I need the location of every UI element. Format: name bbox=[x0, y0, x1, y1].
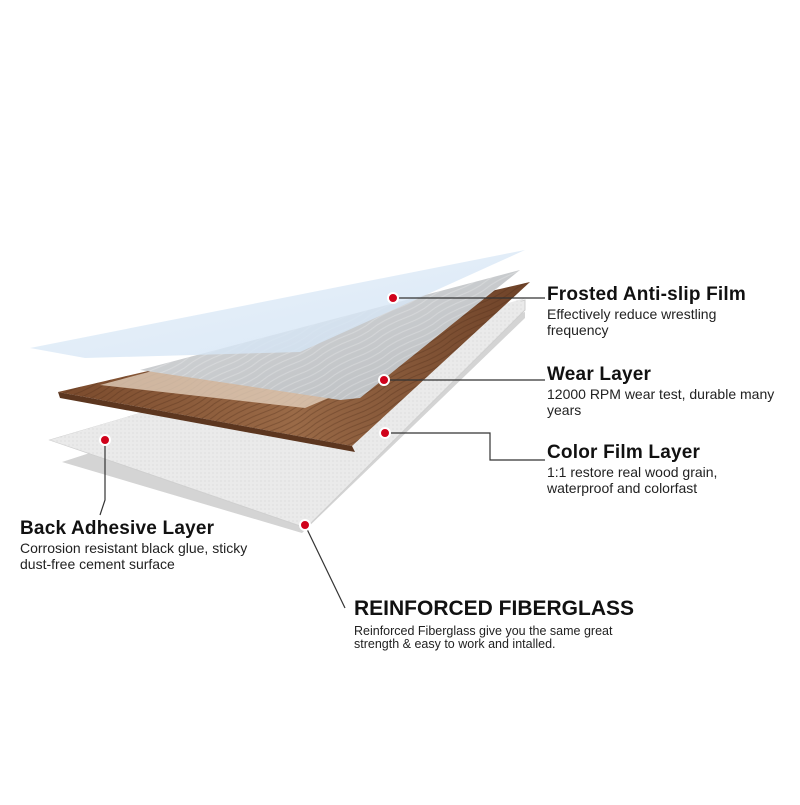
leader-lines bbox=[99, 297, 545, 609]
marker-frosted bbox=[387, 292, 399, 304]
callout-description: Corrosion resistant black glue, sticky d… bbox=[20, 540, 248, 572]
frosted-anti-slip-film bbox=[30, 250, 525, 358]
callout-title: Back Adhesive Layer bbox=[20, 518, 215, 539]
callout-color-film: Color Film Layer 1:1 restore real wood g… bbox=[547, 442, 797, 496]
markers bbox=[99, 292, 399, 531]
callout-title: Color Film Layer bbox=[547, 442, 701, 463]
callout-description: Effectively reduce wrestling frequency bbox=[547, 306, 717, 338]
callout-title: Wear Layer bbox=[547, 364, 652, 385]
marker-fiberglass bbox=[299, 519, 311, 531]
callout-title: Frosted Anti-slip Film bbox=[547, 284, 746, 305]
marker-back bbox=[99, 434, 111, 446]
marker-wear bbox=[378, 374, 390, 386]
callout-fiberglass: REINFORCED FIBERGLASS Reinforced Fibergl… bbox=[354, 597, 674, 651]
callout-description: Reinforced Fiberglass give you the same … bbox=[354, 624, 613, 651]
callout-frosted-film: Frosted Anti-slip Film Effectively reduc… bbox=[547, 284, 787, 338]
leader-line-back bbox=[99, 440, 106, 516]
callout-description: 12000 RPM wear test, durable many years bbox=[547, 386, 775, 418]
color-film-edge bbox=[58, 392, 355, 452]
leader-line-color bbox=[385, 432, 545, 461]
callout-wear-layer: Wear Layer 12000 RPM wear test, durable … bbox=[547, 364, 797, 418]
callout-back-adhesive: Back Adhesive Layer Corrosion resistant … bbox=[20, 518, 290, 572]
marker-color bbox=[379, 427, 391, 439]
leader-line-fiberglass bbox=[304, 524, 346, 609]
callout-description: 1:1 restore real wood grain, waterproof … bbox=[547, 464, 718, 496]
callout-title: REINFORCED FIBERGLASS bbox=[354, 597, 635, 620]
